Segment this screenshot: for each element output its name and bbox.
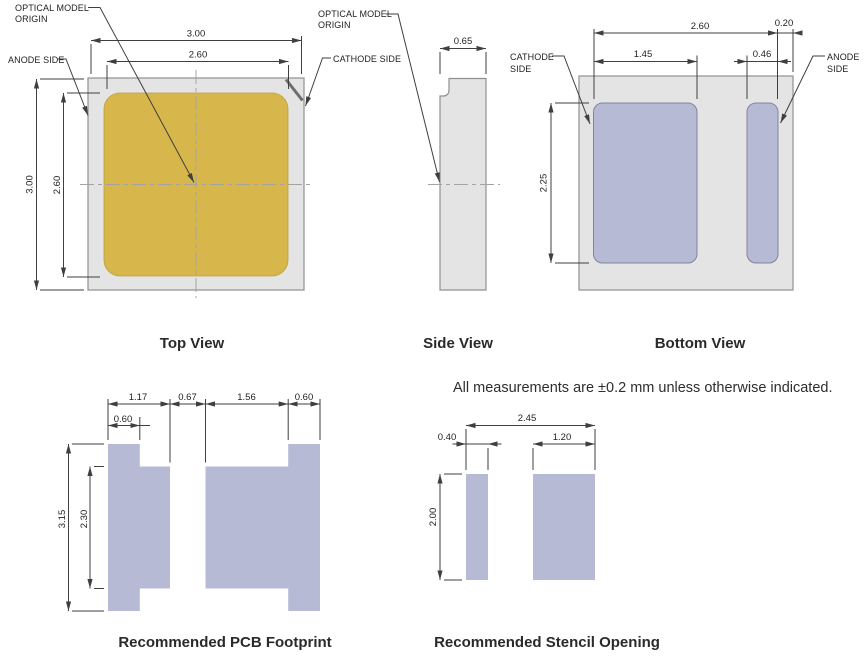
dim-total-height: 3.15 — [57, 510, 68, 529]
footprint-cathode-pad — [108, 444, 170, 611]
cathode-side-leader — [305, 57, 331, 107]
cathode-side-label-line2: SIDE — [510, 64, 531, 74]
dim-cathode-tab-width: 0.60 — [114, 414, 133, 425]
dim-cathode-pad-width: 1.45 — [634, 49, 653, 60]
bottom-view-title: Bottom View — [655, 335, 746, 352]
optical-model-origin-label-line1: OPTICAL MODEL — [318, 9, 392, 19]
dim-outer-width: 3.00 — [187, 29, 206, 40]
top-view-extension-lines — [40, 36, 302, 291]
stencil-extension-lines — [444, 429, 596, 581]
dim-pad-height: 2.25 — [539, 174, 550, 193]
pcb-footprint: 1.17 0.67 1.56 0.60 0.60 3.15 2.30 Recom… — [57, 392, 332, 651]
dim-anode-pad-width: 0.46 — [753, 49, 772, 60]
cathode-pad — [593, 102, 698, 264]
anode-side-label-line2: SIDE — [827, 64, 848, 74]
dim-pad-gap: 0.67 — [178, 392, 197, 403]
optical-model-origin-label-line2: ORIGIN — [318, 20, 351, 30]
cathode-side-label-line1: CATHODE — [510, 52, 554, 62]
anode-side-label-line1: ANODE — [827, 52, 860, 62]
stencil-anode-opening — [533, 474, 595, 580]
cathode-side-leader — [552, 55, 591, 125]
anode-side-label: ANODE SIDE — [8, 55, 65, 65]
top-view-centerlines — [80, 70, 312, 298]
anode-side-leader — [57, 58, 89, 116]
optical-origin-leader — [88, 7, 195, 183]
optical-model-origin-label-line1: OPTICAL MODEL — [15, 3, 89, 13]
anode-side-leader — [780, 55, 825, 124]
dim-anode-edge-offset: 0.20 — [775, 18, 794, 29]
side-view-title: Side View — [423, 335, 493, 352]
dim-cathode-width: 0.40 — [438, 432, 457, 443]
optical-origin-leader — [386, 13, 440, 183]
dim-anode-pad-width: 1.56 — [237, 392, 256, 403]
tolerance-note: All measurements are ±0.2 mm unless othe… — [453, 380, 833, 396]
stencil-opening-title: Recommended Stencil Opening — [434, 634, 660, 651]
dim-emitter-height: 2.60 — [52, 176, 63, 195]
side-view: 0.65 OPTICAL MODEL ORIGIN Side View — [318, 9, 500, 352]
dim-outer-height: 3.00 — [25, 175, 36, 194]
footprint-anode-pad — [205, 444, 320, 611]
cathode-side-label: CATHODE SIDE — [333, 54, 401, 64]
dim-pad-span: 2.60 — [691, 21, 710, 32]
dim-anode-width: 1.20 — [553, 432, 572, 443]
bottom-view: 2.60 0.20 1.45 0.46 2.25 CATHODE SIDE AN… — [510, 18, 860, 352]
dim-emitter-width: 2.60 — [189, 50, 208, 61]
dim-height: 2.00 — [428, 508, 439, 527]
footprint-extension-lines — [72, 399, 321, 612]
side-view-extension-lines — [439, 52, 487, 74]
optical-model-origin-label-line2: ORIGIN — [15, 14, 48, 24]
dim-anode-tab-width: 0.60 — [295, 392, 314, 403]
top-view-title: Top View — [160, 335, 225, 352]
stencil-cathode-opening — [466, 474, 488, 580]
dim-cathode-pad-width: 1.17 — [129, 392, 148, 403]
dim-thickness: 0.65 — [454, 36, 473, 47]
dim-body-height: 2.30 — [79, 510, 90, 529]
anode-pad — [746, 102, 779, 264]
top-view: 3.00 2.60 3.00 2.60 OPTICAL MODEL ORIGIN… — [8, 3, 401, 352]
stencil-opening: 2.45 0.40 1.20 2.00 Recommended Stencil … — [428, 413, 660, 651]
dim-total-span: 2.45 — [518, 413, 537, 424]
pcb-footprint-title: Recommended PCB Footprint — [118, 634, 331, 651]
